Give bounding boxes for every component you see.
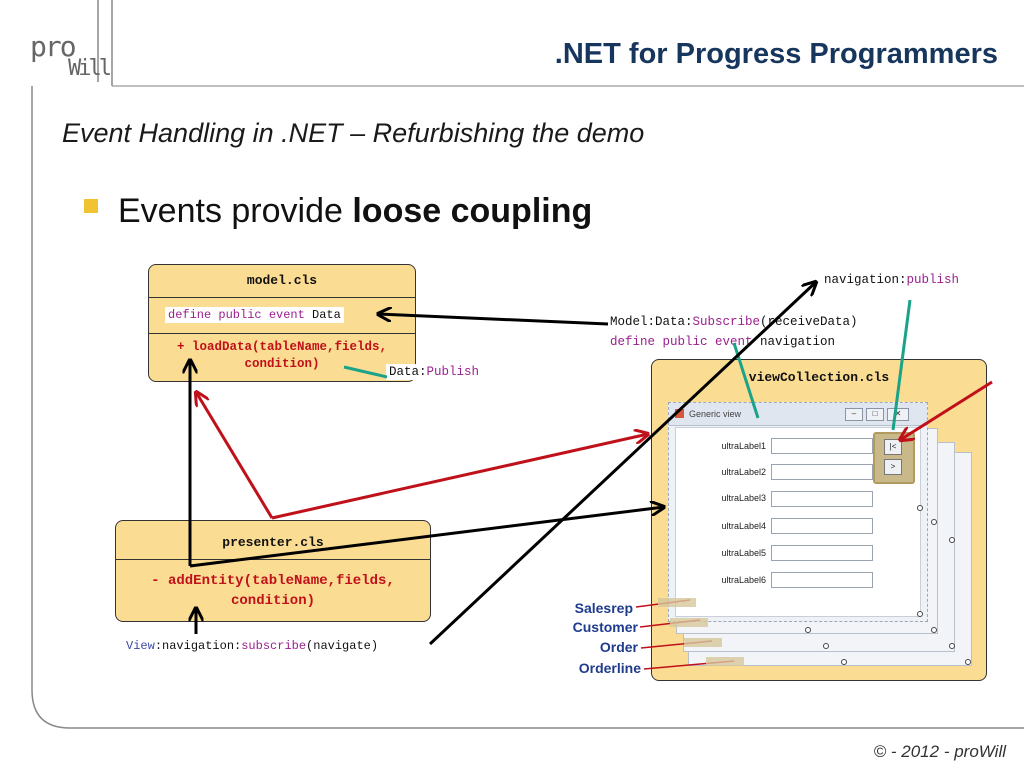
viewcollection-class-title: viewCollection.cls xyxy=(748,370,890,385)
field-input-2[interactable] xyxy=(771,464,873,480)
slide-title: .NET for Progress Programmers xyxy=(554,38,998,70)
model-class-title: model.cls xyxy=(246,273,318,288)
field-label-2: ultraLabel2 xyxy=(721,467,766,477)
tab-label-customer: Customer xyxy=(572,619,638,635)
logo-bottom: Will xyxy=(68,56,112,81)
field-input-5[interactable] xyxy=(771,545,873,561)
presenter-class-title: presenter.cls xyxy=(222,535,324,550)
slide-subtitle: Event Handling in .NET – Refurbishing th… xyxy=(62,118,645,148)
data-publish-note: Data:Publish xyxy=(386,364,483,380)
bullet-text: Events provide loose coupling xyxy=(118,192,593,230)
field-input-4[interactable] xyxy=(771,518,873,534)
field-label-6: ultraLabel6 xyxy=(721,575,766,585)
navigation-publish-note: navigation:publish xyxy=(824,273,960,287)
field-label-3: ultraLabel3 xyxy=(721,493,766,503)
tab-label-salesrep: Salesrep xyxy=(574,600,633,616)
window-app-icon xyxy=(675,409,684,418)
field-label-1: ultraLabel1 xyxy=(721,441,766,451)
field-input-6[interactable] xyxy=(771,572,873,588)
view-subscribe-note: View:navigation:subscribe(navigate) xyxy=(126,639,379,653)
close-button[interactable]: ✕ xyxy=(887,408,909,421)
presenter-class-box: presenter.cls - addEntity(tableName,fiel… xyxy=(115,520,431,622)
maximize-button[interactable]: □ xyxy=(866,408,884,421)
minimize-button[interactable]: – xyxy=(845,408,863,421)
presenter-add-entity-method: - addEntity(tableName,fields,condition) xyxy=(151,573,395,609)
tab-label-orderline: Orderline xyxy=(578,660,641,676)
next-record-button[interactable]: > xyxy=(884,459,902,475)
generic-view-title: Generic view xyxy=(689,409,742,419)
model-subscribe-note: Model:Data:Subscribe(receiveData) define… xyxy=(610,315,858,349)
bullet-square-icon xyxy=(84,199,98,213)
model-load-data-method: + loadData(tableName,fields,condition) xyxy=(176,340,388,371)
field-input-3[interactable] xyxy=(771,491,873,507)
first-record-button[interactable]: |< xyxy=(884,439,902,455)
field-input-1[interactable] xyxy=(771,438,873,454)
model-event-declaration: define public event Data xyxy=(165,307,344,323)
field-label-4: ultraLabel4 xyxy=(721,521,766,531)
tab-label-order: Order xyxy=(599,639,638,655)
logo-top: pro xyxy=(30,30,77,63)
footer-copyright: © - 2012 - proWill xyxy=(873,742,1006,761)
field-label-5: ultraLabel5 xyxy=(721,548,766,558)
